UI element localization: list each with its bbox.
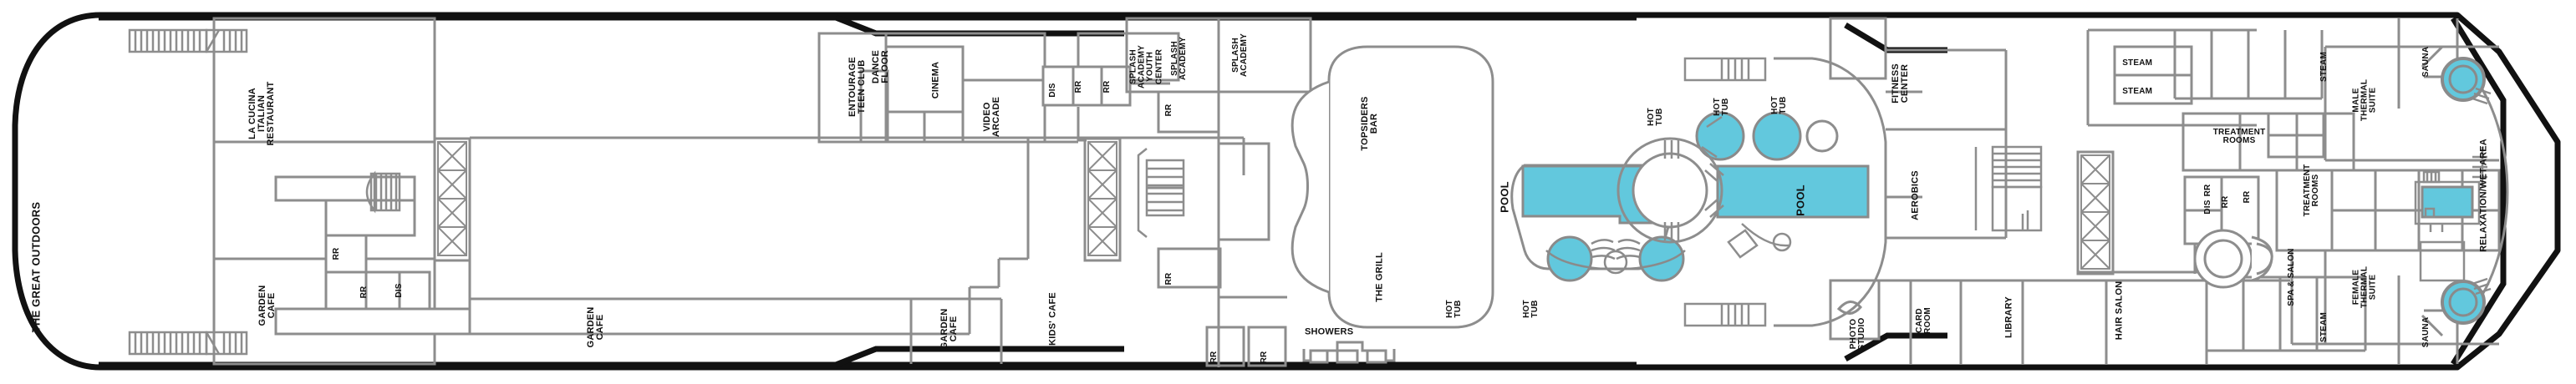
topsiders-bar-outline [1327,45,1494,329]
restroom-cluster-mid [1041,65,1170,107]
railing-top-left [128,28,248,53]
wet-hot-tub-aft-inner [2448,287,2478,317]
deck-circle-aft [1805,119,1839,153]
round-bar-aft-outer [1616,137,1723,244]
fitness-block [1829,17,2008,341]
pool-aft-rails [1683,57,1792,327]
showers-icon [1302,341,1396,364]
stair-flight-right [1974,145,2043,232]
wet-tub-aft-steps [2472,277,2492,296]
hot-tub-aft-2 [1752,111,1802,161]
stair-flight-left [365,170,401,214]
hot-tub-fwd-starboard [1638,235,1685,282]
bow-curve [2451,17,2507,366]
stair-hatch-mid [1083,137,1122,262]
pool-aft-water [1716,164,1870,219]
splash-stairs [1137,148,1185,238]
pool-fwd-steps [1545,239,1686,275]
hot-tub-aft-1 [1695,111,1745,161]
lower-cafes [470,297,1003,364]
railing-bottom-left [128,331,248,356]
stair-hatch-right [2076,150,2207,275]
wet-hot-tub-forward-inner [2448,64,2478,94]
hull-step-bottom-aft [1844,332,1947,362]
hot-tub-fwd-port [1546,235,1593,282]
spa-feature-round [2193,229,2273,289]
wet-hot-tub-forward [2441,57,2486,102]
wet-tub-forward-steps [2472,87,2492,105]
hull-bevel-bottom-mid [834,346,1124,368]
round-bar-aft [1632,152,1708,229]
round-bar-spokes [1663,140,1724,240]
restroom-cluster-left [274,175,471,336]
grill-counter-curve [1291,80,1330,294]
splash-academy-block [1125,17,1312,367]
wet-area-furniture [2414,147,2487,282]
wet-plunge-pool [2421,185,2474,219]
